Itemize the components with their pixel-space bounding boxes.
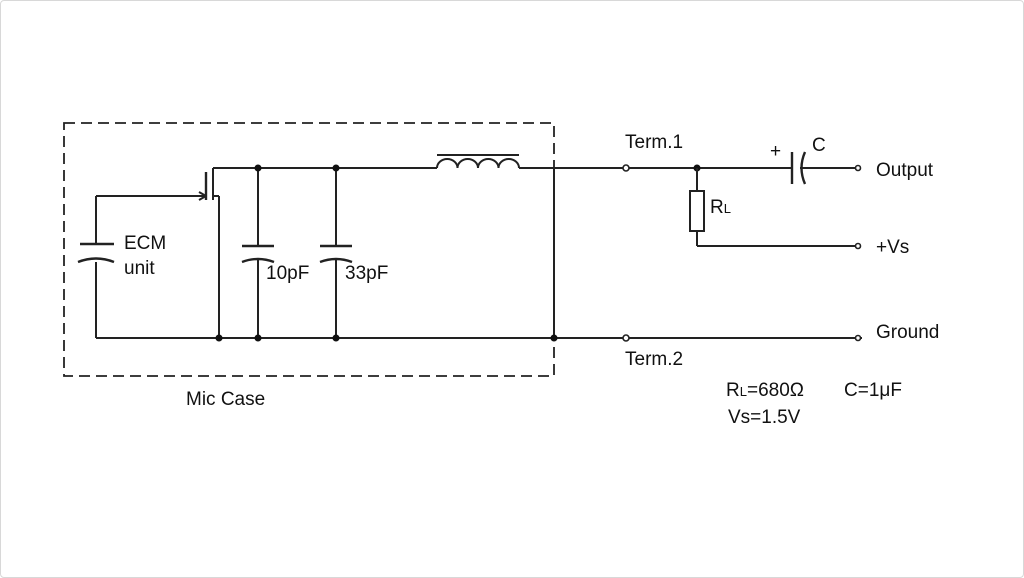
rl-label-sub: L <box>724 201 731 216</box>
ground-label: Ground <box>876 322 939 343</box>
fet-transistor <box>198 167 258 338</box>
rl-label-main: R <box>710 197 724 218</box>
term2-label: Term.2 <box>625 349 683 370</box>
junction-node <box>332 164 340 172</box>
rl-spec-value: =680Ω <box>747 380 804 401</box>
rl-spec-main: R <box>726 380 740 401</box>
junction-node <box>254 164 262 172</box>
capacitor-33pf <box>319 168 353 338</box>
rl-spec: RL=680Ω <box>726 380 804 401</box>
output-terminal <box>854 164 862 172</box>
terminal-1 <box>622 164 630 172</box>
junction-node <box>254 334 262 342</box>
vs-spec: Vs=1.5V <box>728 407 801 428</box>
mic-case-label: Mic Case <box>186 389 265 410</box>
ecm-unit-capsule <box>77 195 206 338</box>
terminal-2 <box>622 334 630 342</box>
cap-33pf-label: 33pF <box>345 263 388 284</box>
plus-label: + <box>770 141 781 162</box>
output-label: Output <box>876 160 934 181</box>
output-capacitor <box>790 151 856 185</box>
junction-node <box>215 334 223 342</box>
junction-node <box>332 334 340 342</box>
capacitor-10pf <box>241 168 275 338</box>
term1-label: Term.1 <box>625 132 683 153</box>
c-spec: C=1μF <box>844 380 902 401</box>
capacitor-c-label: C <box>812 135 826 156</box>
cap-10pf-label: 10pF <box>266 263 309 284</box>
junction-node <box>550 334 558 342</box>
vs-terminal <box>854 242 862 250</box>
ecm-label: ECM <box>124 233 166 254</box>
inductor-coil <box>436 154 626 169</box>
rl-label: RL <box>710 197 731 218</box>
vs-label: +Vs <box>876 237 909 258</box>
load-resistor <box>689 168 856 247</box>
unit-label: unit <box>124 258 155 279</box>
rl-spec-sub: L <box>740 384 747 399</box>
ground-terminal <box>854 334 862 342</box>
